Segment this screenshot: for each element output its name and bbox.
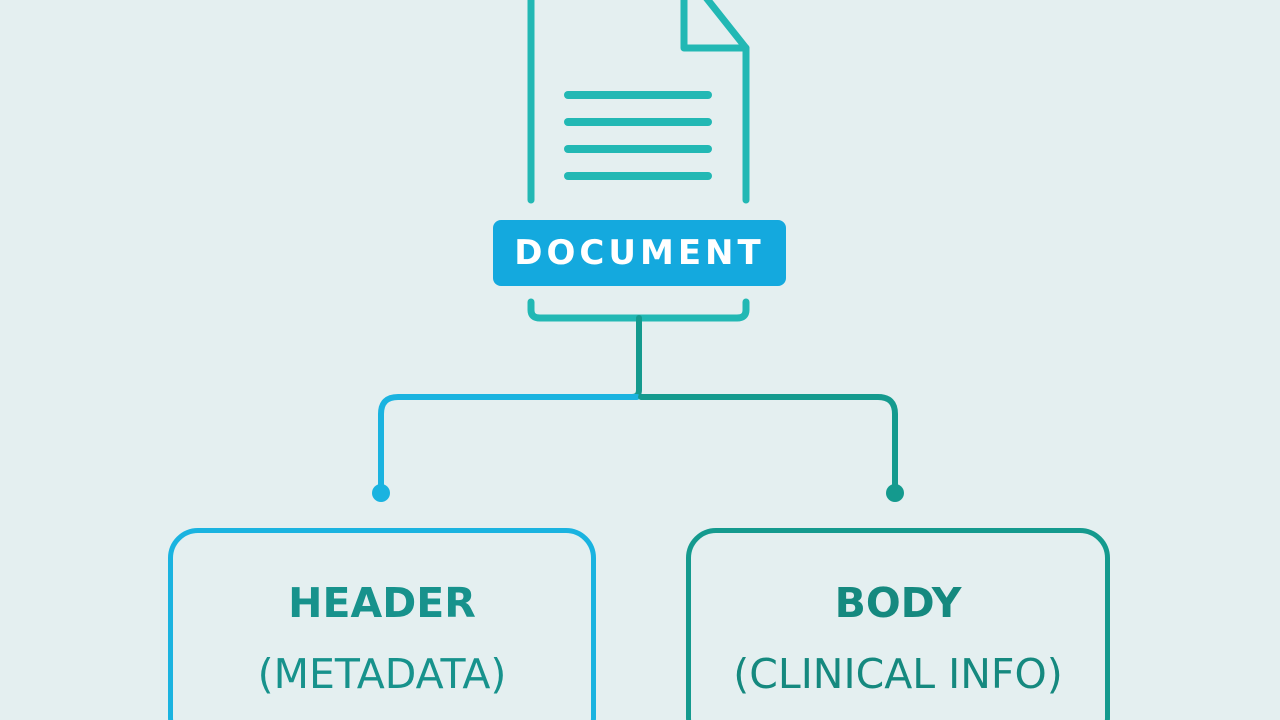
stem-connector xyxy=(629,315,642,400)
connector-lines xyxy=(378,315,898,495)
header-node-dot xyxy=(372,484,390,502)
header-subtitle: (METADATA) xyxy=(257,650,507,698)
document-fold xyxy=(680,0,750,52)
document-outline xyxy=(527,0,750,204)
body-node-dot xyxy=(886,484,904,502)
document-label: DOCUMENT xyxy=(493,220,786,286)
header-title: HEADER xyxy=(288,579,476,627)
body-subtitle: (CLINICAL INFO) xyxy=(733,650,1063,698)
body-title: BODY xyxy=(834,579,962,627)
header-box: HEADER (METADATA) xyxy=(168,528,596,720)
document-icon xyxy=(527,0,750,322)
body-branch xyxy=(638,394,898,495)
body-box: BODY (CLINICAL INFO) xyxy=(686,528,1110,720)
header-branch xyxy=(378,394,640,495)
